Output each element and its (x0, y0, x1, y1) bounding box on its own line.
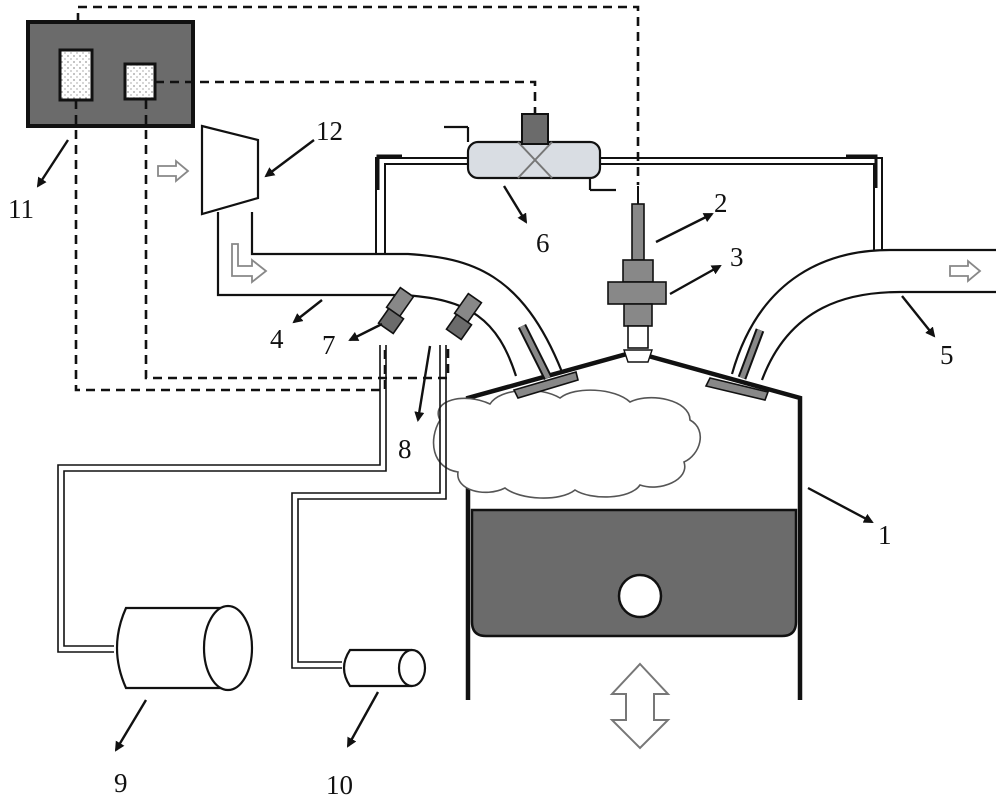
label-1: 1 (878, 520, 892, 550)
ecu-module-right (123, 62, 157, 101)
port-injector-8 (445, 292, 483, 341)
fuel-tank-small (342, 648, 427, 688)
label-10: 10 (326, 770, 353, 800)
fuel-line-9 (57, 345, 387, 653)
fuel-line-10 (291, 345, 447, 669)
label-11: 11 (8, 194, 34, 224)
ecu-module-left (58, 48, 94, 102)
piston (470, 508, 798, 638)
leader-arrows (36, 139, 936, 752)
label-2: 2 (714, 188, 728, 218)
spark-plug-assembly (607, 186, 667, 363)
fuel-tank-large (115, 604, 254, 692)
flow-arrow-exhaust-out (949, 259, 982, 283)
ecu-box (26, 20, 195, 128)
intake-valve (512, 323, 579, 399)
egr-valve-actuator (521, 113, 549, 145)
piston-motion-arrow (609, 662, 671, 750)
label-12: 12 (316, 116, 343, 146)
egr-loop-pipe (375, 157, 883, 254)
port-injector-7 (377, 286, 415, 335)
cylinder (432, 349, 803, 700)
exhaust-valve (704, 328, 770, 401)
fuel-spray-cloud (432, 389, 701, 499)
compressor (200, 124, 260, 216)
label-6: 6 (536, 228, 550, 258)
label-3: 3 (730, 242, 744, 272)
label-4: 4 (270, 324, 284, 354)
egr-flow-markers (376, 154, 878, 190)
piston-pin (617, 573, 663, 619)
flow-arrow-after-compressor (231, 243, 268, 284)
label-8: 8 (398, 434, 412, 464)
label-7: 7 (322, 330, 336, 360)
label-5: 5 (940, 340, 954, 370)
flow-arrow-intake-in (157, 159, 190, 183)
control-signal-lines (74, 5, 640, 392)
label-9: 9 (114, 768, 128, 798)
egr-cooler (444, 113, 616, 192)
exhaust-pipe (730, 248, 996, 381)
labels: 11 12 2 3 6 4 7 8 5 1 9 10 (8, 116, 954, 800)
